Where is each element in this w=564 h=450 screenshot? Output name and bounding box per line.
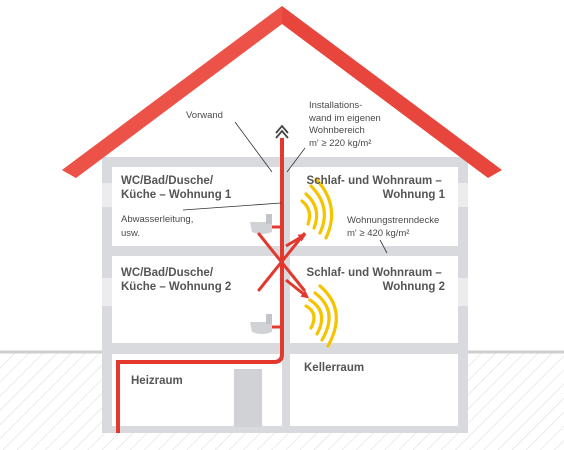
house-structure [102,22,468,433]
label-schlaf-wohnung-2: Schlaf- und Wohnraum – Wohnung 2 [307,267,445,293]
label-abwasser: Abwasserleitung, usw. [121,214,196,239]
label-wc-wohnung-2: WC/Bad/Dusche/ Küche – Wohnung 2 [121,267,231,293]
label-trenndecke: Wohnungstrenndecke m' ≥ 420 kg/m² [347,215,442,239]
sound-wave-icon [300,177,334,240]
label-wc-wohnung-1: WC/Bad/Dusche/ Küche – Wohnung 1 [121,175,232,201]
label-heizraum: Heizraum [131,375,183,387]
label-schlaf-wohnung-1: Schlaf- und Wohnraum – Wohnung 1 [307,175,446,201]
cross-icon [257,232,306,292]
leader-lines [182,121,388,254]
label-kellerraum: Kellerraum [304,362,364,374]
toilet-icon-2 [250,314,272,334]
toilet-icon-1 [250,214,272,234]
roof-vent-icon [275,124,289,139]
labels: Vorwand Installations- wand im eigenen W… [121,100,446,387]
roof [62,6,502,178]
label-installationswand: Installations- wand im eigenen Wohnberei… [308,100,383,149]
sound-wave-icon-2 [304,284,338,348]
label-vorwand: Vorwand [186,110,223,121]
